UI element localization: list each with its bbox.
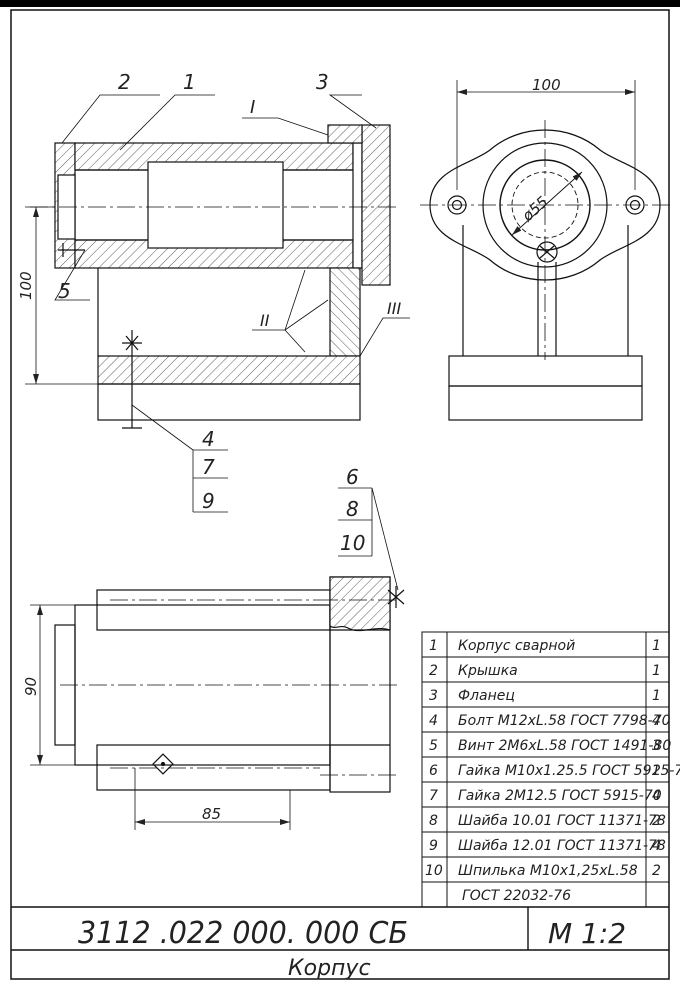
callout-9: 9 bbox=[202, 489, 215, 513]
spec-pos: 6 bbox=[429, 763, 438, 779]
title-block-frame bbox=[11, 906, 669, 951]
spec-name: Фланец bbox=[458, 688, 515, 704]
sheet-frame bbox=[10, 9, 670, 980]
spec-qty: 4 bbox=[652, 838, 661, 854]
support-rib bbox=[329, 267, 361, 357]
drawing-name: Корпус bbox=[288, 956, 371, 981]
spec-pos: 8 bbox=[429, 813, 438, 829]
spec-qty: 3 bbox=[652, 738, 661, 754]
spec-name: Болт М12хL.58 ГОСТ 7798-70 bbox=[458, 713, 671, 729]
weld-mark-2: II bbox=[260, 311, 270, 330]
spec-pos: 2 bbox=[429, 663, 438, 679]
rhombus-mark bbox=[152, 753, 174, 775]
callout-5: 5 bbox=[58, 279, 71, 303]
weld-mark-1: I bbox=[250, 97, 255, 118]
side-view bbox=[420, 80, 670, 421]
callout-7: 7 bbox=[202, 455, 215, 479]
callout-1: 1 bbox=[183, 70, 196, 94]
dim-side-100: 100 bbox=[532, 76, 561, 94]
spec-pos: 4 bbox=[429, 713, 438, 729]
front-view bbox=[25, 94, 410, 513]
weld-mark-3: III bbox=[387, 299, 401, 318]
spec-qty: 2 bbox=[652, 813, 661, 829]
spec-qty: 4 bbox=[652, 788, 661, 804]
spec-name: Шайба 10.01 ГОСТ 11371-78 bbox=[458, 813, 666, 829]
callout-6: 6 bbox=[346, 465, 359, 489]
spec-qty: 4 bbox=[652, 713, 661, 729]
spec-table-frame bbox=[421, 631, 670, 908]
callout-3: 3 bbox=[316, 70, 329, 94]
spec-name: Гайка 2М12.5 ГОСТ 5915-70 bbox=[458, 788, 662, 804]
stud-hole bbox=[536, 241, 558, 263]
spec-name: Шайба 12.01 ГОСТ 11371-78 bbox=[458, 838, 666, 854]
bore bbox=[147, 161, 284, 249]
spec-name: Гайка М10х1.25.5 ГОСТ 5915-70 bbox=[458, 763, 680, 779]
spec-qty: 1 bbox=[652, 663, 661, 679]
spec-table: 1 Корпус сварной 1 2 Крышка 1 3 Фланец 1… bbox=[425, 638, 680, 904]
callout-8: 8 bbox=[346, 497, 359, 521]
spec-name: Шпилька М10х1,25хL.58 bbox=[458, 863, 638, 879]
drawing-code: 3112 .022 000. 000 СБ bbox=[78, 916, 408, 951]
spec-pos: 5 bbox=[429, 738, 438, 754]
spec-qty: 2 bbox=[652, 763, 661, 779]
spec-pos: 9 bbox=[429, 838, 438, 854]
base-plate bbox=[97, 355, 361, 385]
spec-name: Крышка bbox=[458, 663, 518, 679]
flange bbox=[361, 124, 391, 286]
callout-10: 10 bbox=[340, 531, 365, 555]
dim-top-90: 90 bbox=[22, 677, 40, 696]
dim-front-100: 100 bbox=[17, 271, 35, 300]
spec-qty: 1 bbox=[652, 688, 661, 704]
spec-pos: 10 bbox=[425, 863, 443, 879]
spec-pos: 3 bbox=[429, 688, 438, 704]
dim-diameter-55: ø55 bbox=[518, 193, 552, 226]
spec-name: Винт 2М6хL.58 ГОСТ 1491-80 bbox=[458, 738, 671, 754]
spec-name: ГОСТ 22032-76 bbox=[462, 888, 571, 904]
spec-qty: 2 bbox=[652, 863, 661, 879]
drawing-scale: М 1:2 bbox=[548, 917, 626, 950]
top-bar bbox=[0, 0, 680, 7]
spec-pos: 1 bbox=[429, 638, 438, 654]
spec-pos: 7 bbox=[429, 788, 438, 804]
spec-qty: 1 bbox=[652, 638, 661, 654]
callout-2: 2 bbox=[118, 70, 131, 94]
top-view bbox=[30, 487, 405, 830]
spec-name: Корпус сварной bbox=[458, 638, 575, 654]
callout-4: 4 bbox=[202, 427, 215, 451]
dim-top-85: 85 bbox=[202, 805, 221, 823]
side-base bbox=[448, 355, 643, 387]
